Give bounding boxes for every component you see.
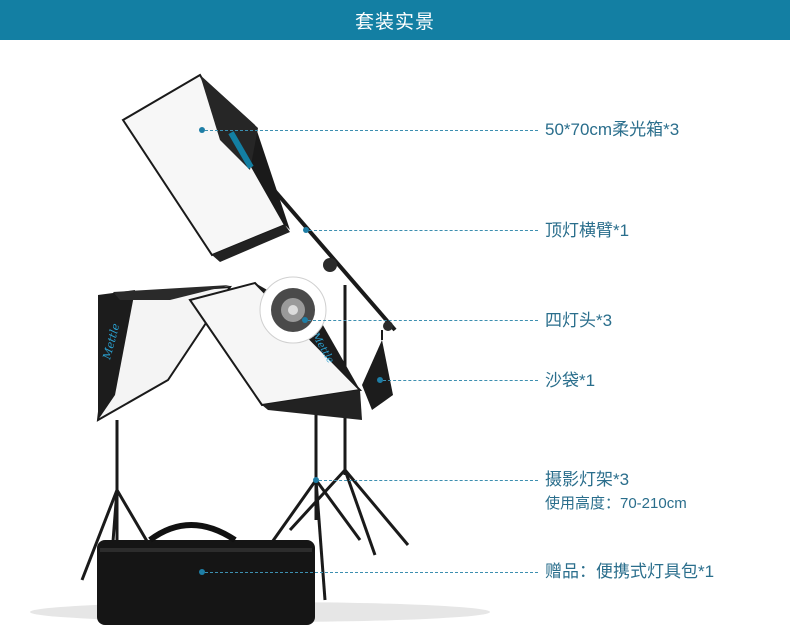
- callout-line-carry-bag: [205, 572, 538, 573]
- boom-arm: [253, 166, 397, 332]
- softbox-left: Mettle: [96, 285, 232, 422]
- callout-line-lamp-head: [308, 320, 538, 321]
- sandbag: [362, 330, 393, 410]
- label-lamp-head: 四灯头*3: [545, 311, 613, 330]
- label-boom-arm: 顶灯横臂*1: [545, 221, 630, 240]
- callout-line-sandbag: [383, 380, 538, 381]
- section-banner: 套装实景: [0, 0, 790, 40]
- callout-dot-boom-arm: [303, 227, 309, 233]
- banner-title: 套装实景: [354, 11, 435, 33]
- callout-line-light-stand: [319, 480, 538, 481]
- label-softbox: 50*70cm柔光箱*3: [545, 120, 680, 139]
- softbox-top: [121, 73, 290, 262]
- carry-bag: [97, 522, 315, 625]
- label-light-stand: 摄影灯架*3: [545, 470, 630, 489]
- callout-dot-sandbag: [377, 377, 383, 383]
- product-photo: Mettle Mettle: [30, 73, 490, 625]
- callout-line-softbox: [205, 130, 538, 131]
- callout-line-boom-arm: [309, 230, 538, 231]
- callout-dot-softbox: [199, 127, 205, 133]
- callout-dot-light-stand: [313, 477, 319, 483]
- callout-dot-lamp-head: [302, 317, 308, 323]
- label-carry-bag: 赠品：便携式灯具包*1: [545, 562, 715, 581]
- callout-dot-carry-bag: [199, 569, 205, 575]
- lamp-head-inset: [259, 276, 327, 344]
- label-sandbag: 沙袋*1: [545, 371, 596, 390]
- label-light-stand-height: 使用高度：70-210cm: [545, 495, 687, 512]
